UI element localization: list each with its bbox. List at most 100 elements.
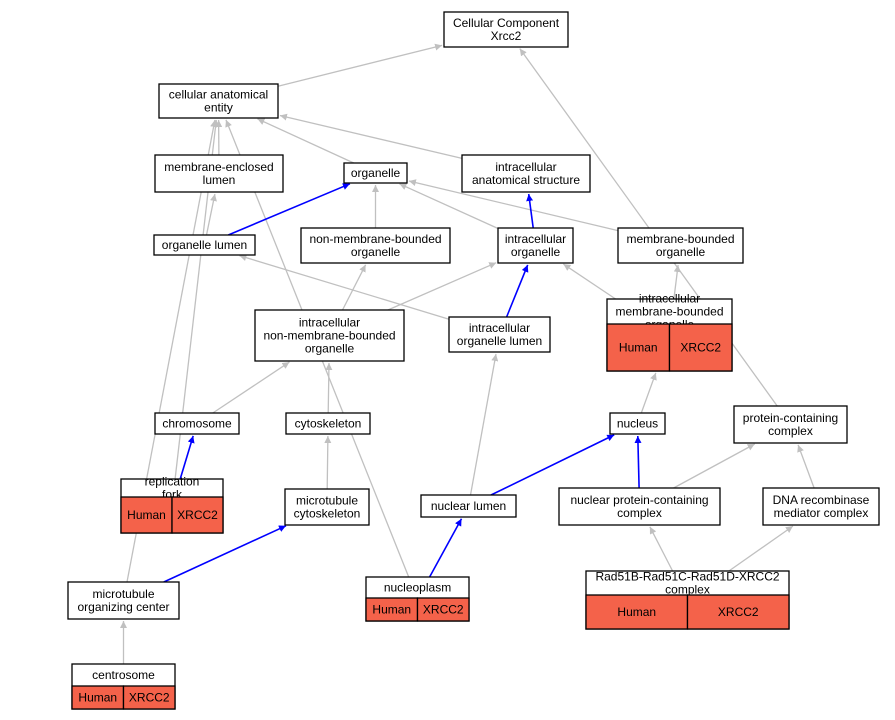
term-box-cae — [158, 83, 279, 119]
term-label-line: nucleus — [617, 417, 658, 431]
edge-inmbo-to-io — [387, 262, 497, 311]
edge-rad51-to-drmc — [728, 525, 794, 572]
edge-chrom-to-inmbo — [212, 361, 290, 414]
term-label-line: organelle lumen — [457, 334, 542, 348]
term-box-io — [497, 227, 574, 264]
term-label-line: mediator complex — [774, 506, 869, 520]
edge-orglum-to-org — [227, 183, 351, 236]
term-label-line: membrane-bounded — [615, 305, 723, 319]
edge-nlumen-to-nucleus — [490, 434, 615, 496]
term-label-line: anatomical structure — [472, 173, 580, 187]
term-node-nucleus[interactable]: nucleus — [609, 412, 666, 435]
term-label-line: nuclear protein-containing — [570, 493, 708, 507]
annotation-cell-gene[interactable] — [122, 685, 176, 710]
term-node-cyto[interactable]: cytoskeleton — [285, 412, 371, 435]
annotation-label-gene: XRCC2 — [680, 341, 721, 355]
annotation-cell-gene[interactable] — [668, 323, 733, 372]
edge-io-to-org — [399, 183, 499, 230]
term-node-chrom[interactable]: chromosome — [154, 412, 240, 435]
term-label-line: organelle — [305, 342, 355, 356]
term-label-line: entity — [204, 101, 233, 115]
annotation-cell-species[interactable] — [606, 323, 671, 372]
term-label-line: intracellular — [299, 316, 360, 330]
edge-orglum-to-mel — [205, 193, 217, 236]
edge-nucleo-to-nlumen — [428, 518, 463, 578]
term-box-org — [343, 162, 408, 184]
term-label-line: nucleoplasm — [384, 581, 451, 595]
term-box-root — [443, 11, 569, 48]
term-label-line: membrane-enclosed — [164, 160, 273, 174]
edge-inmbo-to-nmbo — [341, 264, 367, 311]
term-label-line: protein-containing — [743, 411, 838, 425]
edge-npcc-to-pcc — [673, 443, 756, 489]
annotation-label-species: Human — [127, 508, 166, 522]
term-label-line: cytoskeleton — [295, 417, 362, 431]
term-label-line: cytoskeleton — [294, 507, 361, 521]
edge-iol-to-orglum — [239, 254, 450, 320]
term-box-mbo — [617, 227, 744, 264]
term-label-line: organizing center — [77, 600, 169, 614]
term-box-pcc — [733, 405, 848, 444]
annotation-label-species: Human — [619, 341, 658, 355]
term-label-line: organelle lumen — [162, 238, 247, 252]
term-label-line: nuclear lumen — [431, 499, 506, 513]
annotation-cell-gene[interactable] — [686, 594, 790, 630]
term-node-orglum[interactable]: organelle lumen — [153, 234, 256, 256]
edge-npcc-to-nucleus — [634, 435, 642, 489]
term-box-inmbo — [254, 309, 405, 362]
term-label-line: complex — [617, 506, 662, 520]
term-node-nlumen[interactable]: nuclear lumen — [420, 494, 517, 518]
term-node-org[interactable]: organelle — [343, 162, 408, 184]
edge-imbo-to-io — [563, 263, 616, 300]
annotation-label-gene: XRCC2 — [177, 508, 218, 522]
annotation-label-species: Human — [372, 603, 411, 617]
term-label-line: organelle — [351, 245, 401, 259]
term-label-line: organelle — [656, 245, 706, 259]
annotation-label-gene: XRCC2 — [718, 605, 759, 619]
edge-rfork-to-chrom — [179, 435, 195, 480]
edge-iol-to-io — [505, 264, 529, 318]
term-box-ias — [461, 154, 591, 193]
term-label-line: complex — [665, 583, 710, 597]
term-box-npcc — [558, 487, 721, 526]
term-label-line: cellular anatomical — [169, 88, 268, 102]
annotation-cell-species[interactable] — [120, 496, 173, 534]
edge-org-to-cae — [257, 118, 354, 164]
term-label-line: centrosome — [92, 668, 155, 682]
term-box-nucleus — [609, 412, 666, 435]
term-label-line: Xrcc2 — [491, 29, 522, 43]
annotation-cell-gene[interactable] — [416, 597, 470, 622]
annotation-cell-species[interactable] — [585, 594, 689, 630]
term-label-line: intracellular — [505, 232, 566, 246]
term-node-inmbo[interactable]: intracellularnon-membrane-boundedorganel… — [254, 309, 405, 362]
term-box-mtcyto — [284, 488, 370, 526]
term-label-line: microtubule — [296, 494, 358, 508]
annotation-cell-gene[interactable] — [171, 496, 224, 534]
term-box-iol — [448, 316, 551, 353]
term-box-mtoc — [67, 581, 180, 620]
term-label-line: Cellular Component — [453, 16, 560, 30]
term-node-imbo[interactable]: intracellularmembrane-boundedorganelleHu… — [606, 292, 733, 372]
term-label-line: microtubule — [92, 587, 154, 601]
term-label-line: chromosome — [162, 417, 232, 431]
term-label-line: organelle — [511, 245, 561, 259]
